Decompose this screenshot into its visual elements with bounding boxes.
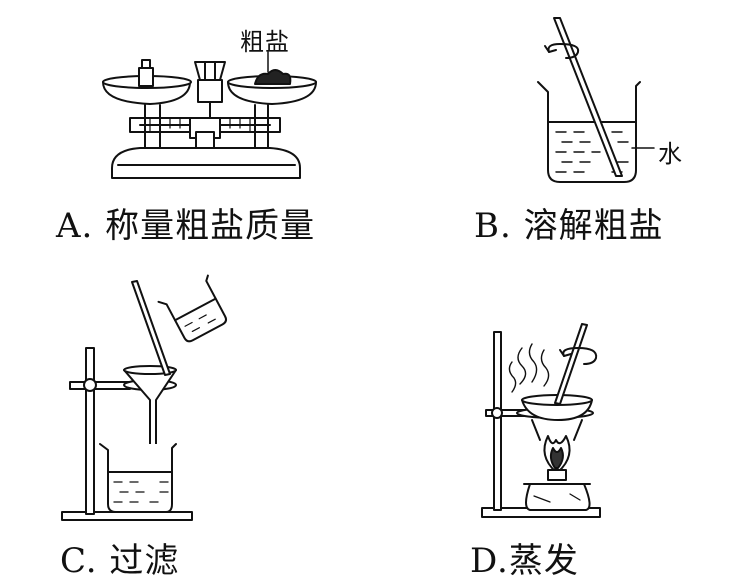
filtration-illustration — [61, 274, 228, 521]
balance-illustration — [102, 51, 317, 179]
caption-c: C. 过滤 — [60, 541, 180, 581]
salt-label: 粗盐 — [240, 28, 290, 56]
dissolving-beaker-illustration — [537, 17, 655, 183]
water-label: 水 — [658, 140, 683, 168]
caption-b: B. 溶解粗盐 — [474, 206, 664, 246]
evaporation-illustration — [481, 323, 601, 518]
caption-a: A. 称量粗盐质量 — [56, 206, 316, 246]
caption-d: D.蒸发 — [470, 541, 579, 581]
steam-wisps — [508, 343, 550, 393]
